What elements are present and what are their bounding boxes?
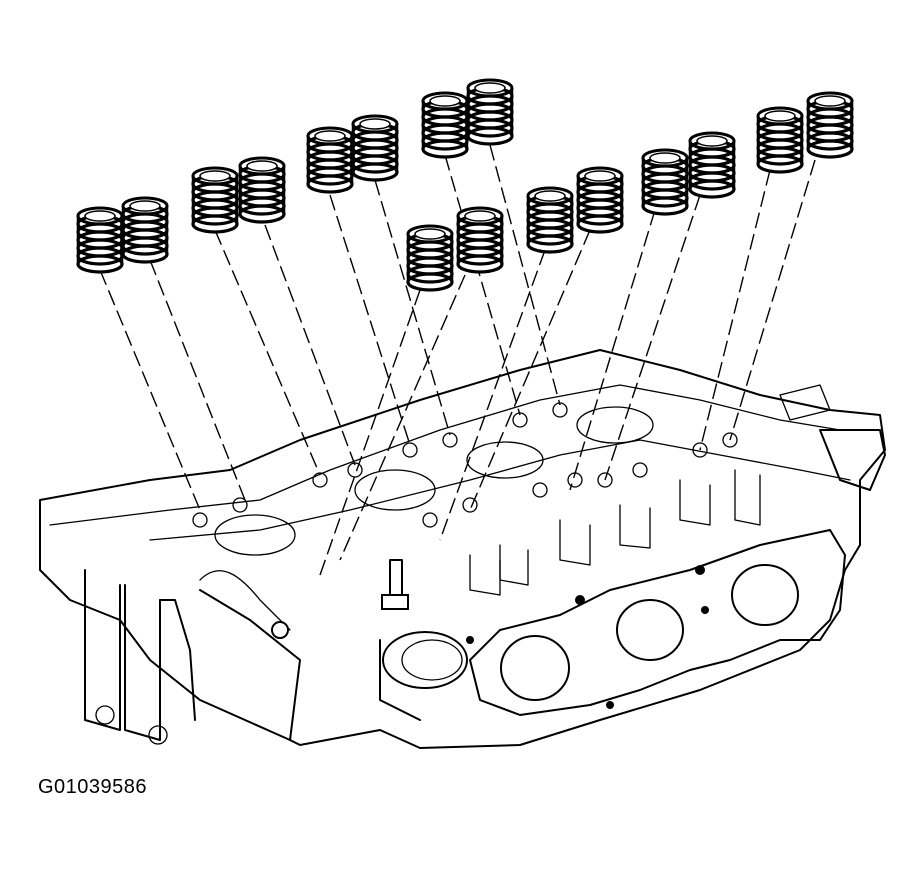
cylinder-head <box>39 349 886 749</box>
valve-spring <box>576 166 624 234</box>
guide-lines <box>99 144 816 576</box>
valve-spring <box>406 224 454 292</box>
valve-spring <box>76 206 124 274</box>
valve-spring <box>688 131 736 199</box>
valve-spring <box>806 91 854 159</box>
valve-spring <box>421 91 469 159</box>
valve-spring <box>121 196 169 264</box>
valve-spring <box>456 206 504 274</box>
valve-spring <box>756 106 804 174</box>
valve-springs <box>76 78 854 292</box>
valve-spring <box>466 78 514 146</box>
valve-spring <box>191 166 239 234</box>
valve-spring <box>238 156 286 224</box>
valve-spring <box>351 114 399 182</box>
valve-spring <box>526 186 574 254</box>
figure-id-label: G01039586 <box>38 776 148 798</box>
valve-spring <box>641 148 689 216</box>
valve-spring <box>306 126 354 194</box>
